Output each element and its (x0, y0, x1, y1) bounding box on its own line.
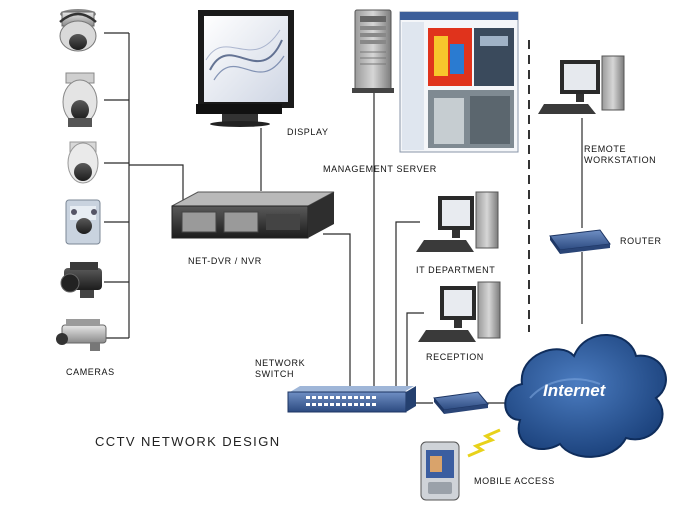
reception-pc (418, 281, 501, 342)
camera-bullet-dark (60, 262, 102, 298)
camera-bullet-grey (56, 319, 107, 351)
label-cameras: CAMERAS (66, 367, 115, 377)
label-display: DISPLAY (287, 127, 329, 137)
label-network-switch-line1: NETWORK (255, 358, 306, 368)
label-network-switch-line2: SWITCH (255, 369, 295, 379)
display-monitor (196, 10, 294, 127)
label-remote-workstation-line1: REMOTE (584, 144, 627, 154)
modem-device (433, 391, 489, 414)
label-net-dvr-nvr: NET-DVR / NVR (188, 256, 262, 266)
camera-mini-dome (67, 141, 99, 184)
mobile-phone (420, 441, 460, 501)
internet-label: Internet (543, 381, 607, 400)
camera-ptz-dome (59, 9, 97, 52)
camera-dome-white (62, 72, 98, 127)
router-device (549, 229, 611, 254)
management-software-window (399, 11, 519, 153)
remote-workstation-pc (538, 55, 625, 114)
label-it-department: IT DEPARTMENT (416, 265, 496, 275)
it-department-pc (416, 191, 499, 252)
camera-box-housing (65, 199, 101, 245)
internet-cloud (504, 334, 667, 458)
label-management-server: MANAGEMENT SERVER (323, 164, 437, 174)
diagram-title: CCTV NETWORK DESIGN (95, 434, 281, 449)
net-dvr-nvr-unit (171, 191, 335, 239)
network-switch-device (287, 386, 416, 413)
management-server-tower (352, 9, 394, 93)
connection-lines (104, 32, 583, 404)
wireless-signal-icon (467, 428, 501, 458)
label-mobile-access: MOBILE ACCESS (474, 476, 555, 486)
label-remote-workstation-line2: WORKSTATION (584, 155, 657, 165)
label-reception: RECEPTION (426, 352, 484, 362)
label-router: ROUTER (620, 236, 662, 246)
